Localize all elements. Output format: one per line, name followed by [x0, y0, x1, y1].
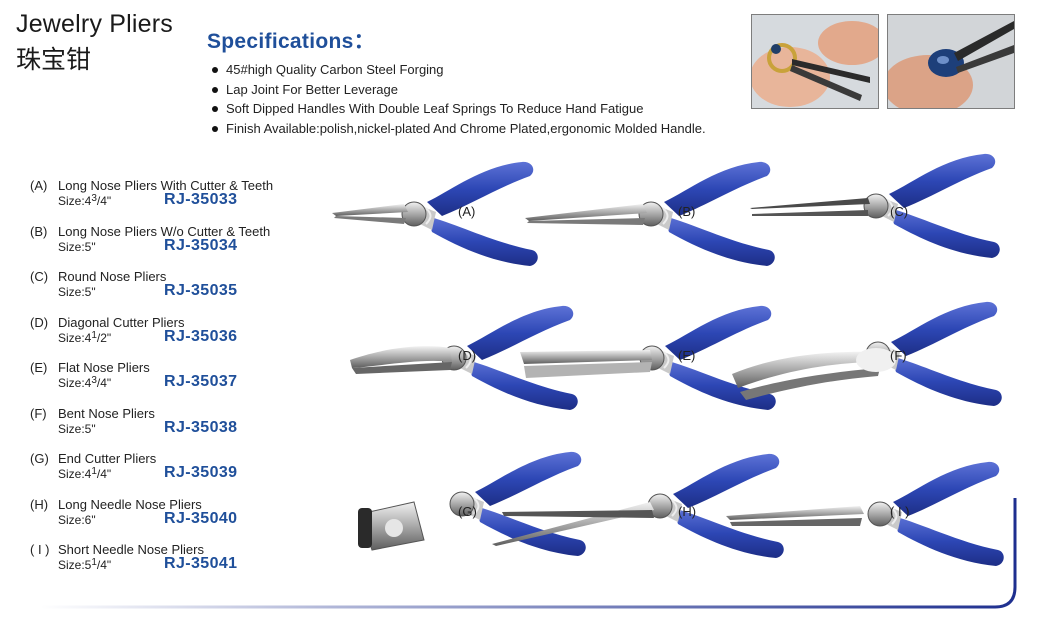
photo-pliers-holding-gem — [887, 14, 1015, 109]
product-name: Round Nose Pliers — [58, 269, 167, 284]
product-size: Size:41/4" — [58, 466, 112, 482]
plier-image-d — [342, 296, 580, 420]
spec-item: Lap Joint For Better Leverage — [211, 80, 706, 100]
list-item: (G) End Cutter Pliers Size:41/4" RJ-3503… — [30, 451, 330, 491]
plier-label: (B) — [678, 204, 696, 219]
size-text: Size:4 — [58, 467, 92, 481]
size-text: Size:5" — [58, 285, 96, 299]
product-size: Size:41/2" — [58, 329, 112, 345]
plier-label: (F) — [890, 348, 907, 363]
size-fraction-denominator: /4" — [96, 376, 112, 390]
list-item: (H) Long Needle Nose Pliers Size:6" RJ-3… — [30, 497, 330, 537]
product-code: (E) — [30, 360, 48, 375]
product-sku: RJ-35036 — [164, 327, 238, 345]
product-size: Size:51/4" — [58, 558, 112, 573]
product-name: End Cutter Pliers — [58, 451, 157, 466]
plier-label: (H) — [678, 504, 697, 519]
page-title: Jewelry Pliers — [16, 10, 173, 38]
size-fraction-numerator: 1 — [91, 466, 97, 477]
ring-photo-graphic — [752, 15, 878, 108]
pliers-illustrations: (A) (B) (C) (D) (E) — [320, 140, 1020, 600]
product-code: (F) — [30, 405, 47, 421]
size-fraction-denominator: /4" — [96, 467, 112, 481]
size-text: Size:4 — [58, 330, 92, 345]
product-code: (A) — [30, 178, 48, 193]
size-fraction-denominator: /4" — [96, 194, 112, 208]
size-fraction-numerator: 3 — [91, 193, 97, 204]
plier-image-a — [332, 158, 542, 270]
flat-nose-pliers-icon — [520, 304, 777, 411]
photo-pliers-holding-ring — [751, 14, 879, 109]
size-text: Size:5" — [58, 421, 96, 436]
product-size: Size:5" — [58, 422, 96, 436]
long-nose-pliers-icon — [525, 160, 776, 267]
spec-item: Finish Available:polish,nickel-plated An… — [211, 119, 706, 139]
list-item: (B) Long Nose Pliers W/o Cutter & Teeth … — [30, 224, 330, 264]
plier-image-f — [730, 292, 1006, 416]
round-nose-pliers-icon — [750, 152, 1001, 259]
product-code: (D) — [30, 314, 49, 330]
size-fraction-denominator: /2" — [96, 330, 112, 345]
product-sku: RJ-35039 — [164, 464, 238, 481]
size-text: Size:5" — [58, 239, 96, 254]
list-item: (F) Bent Nose Pliers Size:5" RJ-35038 — [30, 406, 330, 446]
plier-label: (E) — [678, 348, 696, 363]
size-text: Size:4 — [58, 194, 92, 208]
bent-nose-pliers-icon — [732, 300, 1003, 407]
product-code: (C) — [30, 269, 49, 284]
product-sku: RJ-35040 — [164, 509, 238, 527]
plier-image-e — [520, 296, 780, 420]
product-sku: RJ-35033 — [164, 191, 238, 208]
product-name: Long Nose Pliers W/o Cutter & Teeth — [58, 223, 271, 239]
spec-item: 45#high Quality Carbon Steel Forging — [211, 60, 706, 80]
plier-label: (C) — [890, 204, 909, 219]
product-name: Bent Nose Pliers — [58, 405, 155, 421]
product-size: Size:43/4" — [58, 193, 112, 209]
plier-image-c — [750, 152, 1002, 264]
list-item: (D) Diagonal Cutter Pliers Size:41/2" RJ… — [30, 315, 330, 355]
size-text: Size:4 — [58, 376, 92, 390]
size-fraction-denominator: /4" — [96, 558, 112, 572]
long-nose-pliers-icon — [332, 160, 539, 267]
product-code: (H) — [30, 496, 49, 512]
size-text: Size:6" — [58, 512, 96, 527]
plier-label: (D) — [458, 348, 477, 363]
product-size: Size:5" — [58, 240, 96, 254]
diagonal-cutter-pliers-icon — [350, 304, 579, 411]
plier-image-b — [525, 158, 777, 270]
product-sku: RJ-35041 — [164, 555, 238, 572]
product-sku: RJ-35037 — [164, 373, 238, 390]
plier-image-i — [726, 458, 1005, 582]
product-sku: RJ-35038 — [164, 418, 238, 436]
product-code: ( I ) — [30, 542, 50, 557]
product-size: Size:5" — [58, 285, 96, 299]
product-sku: RJ-35035 — [164, 282, 238, 299]
list-item: ( I ) Short Needle Nose Pliers Size:51/4… — [30, 542, 330, 582]
product-name: Diagonal Cutter Pliers — [58, 314, 185, 330]
plier-label: (G) — [458, 504, 477, 519]
plier-label: (A) — [458, 204, 476, 219]
list-item: (C) Round Nose Pliers Size:5" RJ-35035 — [30, 269, 330, 309]
specifications-heading: Specifications： — [207, 30, 375, 53]
specifications-list: 45#high Quality Carbon Steel Forging Lap… — [211, 60, 706, 138]
gem-photo-graphic — [888, 15, 1014, 108]
list-item: (E) Flat Nose Pliers Size:43/4" RJ-35037 — [30, 360, 330, 400]
product-size: Size:6" — [58, 513, 96, 527]
product-name: Long Nose Pliers With Cutter & Teeth — [58, 178, 274, 193]
product-code: (B) — [30, 223, 48, 239]
page-title-chinese: 珠宝钳 — [16, 45, 92, 74]
size-fraction-numerator: 1 — [91, 329, 97, 341]
product-size: Size:43/4" — [58, 375, 112, 391]
product-sku: RJ-35034 — [164, 236, 238, 254]
spec-item: Soft Dipped Handles With Double Leaf Spr… — [211, 99, 706, 119]
plier-label: ( I ) — [890, 504, 910, 519]
size-text: Size:5 — [58, 558, 92, 572]
short-needle-nose-pliers-icon — [726, 460, 1005, 567]
size-fraction-numerator: 3 — [91, 375, 97, 386]
product-name: Flat Nose Pliers — [58, 360, 150, 375]
product-code: (G) — [30, 451, 49, 466]
list-item: (A) Long Nose Pliers With Cutter & Teeth… — [30, 178, 330, 218]
